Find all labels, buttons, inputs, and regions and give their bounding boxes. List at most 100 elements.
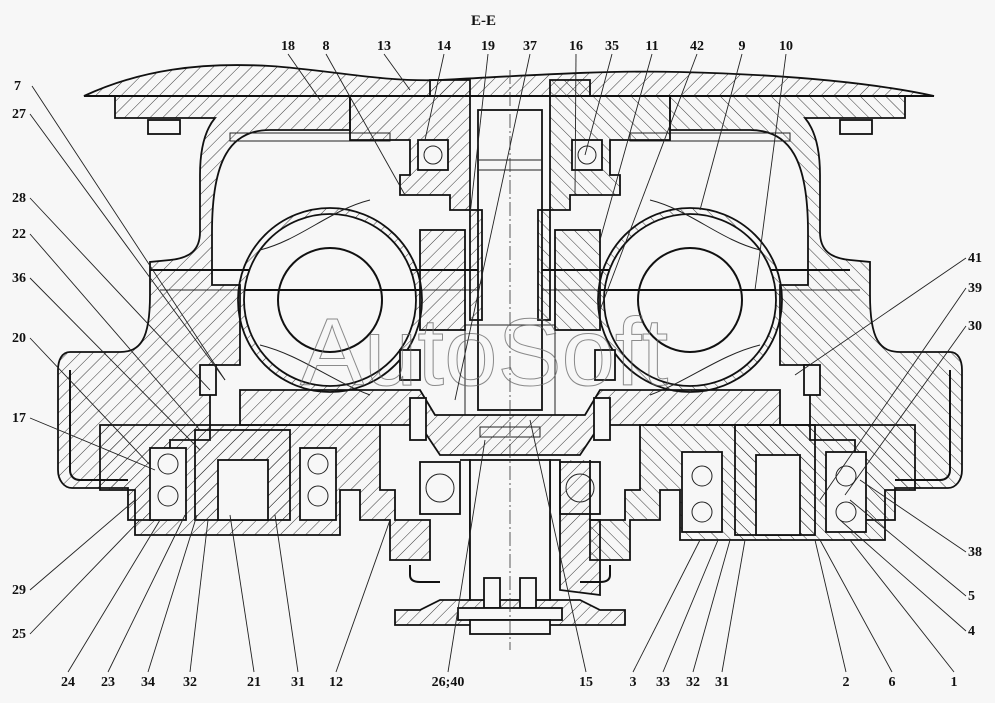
- leader-line-7: [31, 85, 226, 381]
- leader-line-2: [814, 539, 847, 673]
- leader-line-39: [819, 287, 967, 501]
- leader-line-16: [574, 53, 577, 196]
- callout-label: 24: [61, 675, 75, 690]
- leader-line-32: [692, 539, 731, 673]
- bolt-outer-right: [803, 364, 821, 396]
- callout-label: 2: [843, 675, 850, 690]
- leader-line-38: [859, 479, 967, 553]
- leader-line-3: [632, 539, 701, 673]
- callout-label: 28: [12, 191, 26, 206]
- upper-housing-right: [669, 95, 963, 521]
- leader-line-32: [189, 519, 209, 673]
- leader-line-34: [147, 514, 198, 673]
- bearing-pair-left-inner: [299, 447, 337, 521]
- callout-label: 12: [329, 675, 343, 690]
- leader-line-19: [469, 53, 489, 216]
- callout-label: 26;40: [432, 675, 465, 690]
- callout-label: 20: [12, 331, 26, 346]
- leader-line-29: [29, 499, 136, 591]
- callout-label: 35: [605, 39, 619, 54]
- callout-label: 17: [12, 411, 26, 426]
- central-hub-right: [549, 79, 671, 211]
- leader-line-23: [107, 514, 186, 673]
- housing-inner-left: [69, 370, 128, 481]
- leader-line-28: [29, 197, 211, 391]
- leader-line-42: [599, 53, 698, 311]
- rivet-right: [594, 349, 616, 381]
- callout-label: 33: [656, 675, 670, 690]
- seal-right: [580, 565, 611, 583]
- leader-line-24: [67, 519, 161, 673]
- callout-label: 3: [630, 675, 637, 690]
- callout-label: 23: [101, 675, 115, 690]
- mounting-plate: [83, 64, 935, 97]
- bolt-head-left: [147, 119, 181, 135]
- leader-line-12: [335, 519, 391, 673]
- callout-label: 22: [12, 227, 26, 242]
- shaft-sleeve-left: [469, 209, 483, 321]
- callout-label: 32: [686, 675, 700, 690]
- callout-label: 36: [12, 271, 26, 286]
- leader-line-21: [229, 514, 255, 673]
- leader-line-30: [844, 325, 967, 496]
- leader-line-13: [383, 53, 411, 91]
- intermediate-shaft-right: [755, 454, 801, 536]
- callout-label: 27: [12, 107, 26, 122]
- leader-line-6: [819, 539, 893, 673]
- callout-label: 34: [141, 675, 155, 690]
- leader-line-10: [754, 53, 787, 291]
- output-bearing-left: [419, 461, 461, 515]
- callout-label: 37: [523, 39, 537, 54]
- callout-label: 38: [968, 545, 982, 560]
- callout-label: 4: [968, 624, 975, 639]
- upper-housing-left: [57, 95, 351, 521]
- leader-line-9: [699, 53, 743, 211]
- leader-line-20: [29, 337, 151, 466]
- bolt-head-right: [839, 119, 873, 135]
- leader-line-37: [454, 53, 531, 401]
- leader-line-31: [721, 539, 746, 673]
- callout-label: 41: [968, 251, 982, 266]
- callout-label: 16: [569, 39, 583, 54]
- leader-line-26-40: [447, 439, 486, 673]
- bearing-pair-right-outer: [825, 451, 867, 533]
- callout-label: 13: [377, 39, 391, 54]
- leader-line-22: [29, 233, 201, 431]
- callout-label: 14: [437, 39, 451, 54]
- callout-label: 1: [951, 675, 958, 690]
- callout-label: 9: [739, 39, 746, 54]
- turbine-hub-left: [419, 229, 466, 331]
- callout-label: 8: [323, 39, 330, 54]
- callout-label: 30: [968, 319, 982, 334]
- leader-line-11: [599, 53, 653, 241]
- leader-line-5: [849, 499, 967, 597]
- callout-label: 29: [12, 583, 26, 598]
- callout-label: 19: [481, 39, 495, 54]
- leader-line-27: [29, 113, 226, 381]
- leader-line-41: [794, 257, 967, 376]
- callout-label: 7: [14, 79, 21, 94]
- bolt-outer-left: [199, 364, 217, 396]
- callout-label: 21: [247, 675, 261, 690]
- seal-left: [409, 565, 440, 583]
- callout-label: 32: [183, 675, 197, 690]
- callout-label: 10: [779, 39, 793, 54]
- callout-label: 11: [645, 39, 658, 54]
- callout-label: 18: [281, 39, 295, 54]
- watermark: AutoSoft: [300, 299, 668, 406]
- bearing-pair-right-inner: [681, 451, 723, 533]
- leader-line-36: [29, 277, 201, 451]
- callout-label: 25: [12, 627, 26, 642]
- flange-bolt: [483, 577, 501, 609]
- callout-label: 15: [579, 675, 593, 690]
- intermediate-shaft-left: [217, 459, 269, 521]
- section-title: E-E: [471, 13, 496, 29]
- bolt-left: [409, 397, 427, 441]
- leader-line-1: [849, 539, 955, 673]
- callout-label: 6: [889, 675, 896, 690]
- rivet-left: [399, 349, 421, 381]
- turbine-hub-right: [554, 229, 601, 331]
- leader-line-8: [325, 53, 406, 196]
